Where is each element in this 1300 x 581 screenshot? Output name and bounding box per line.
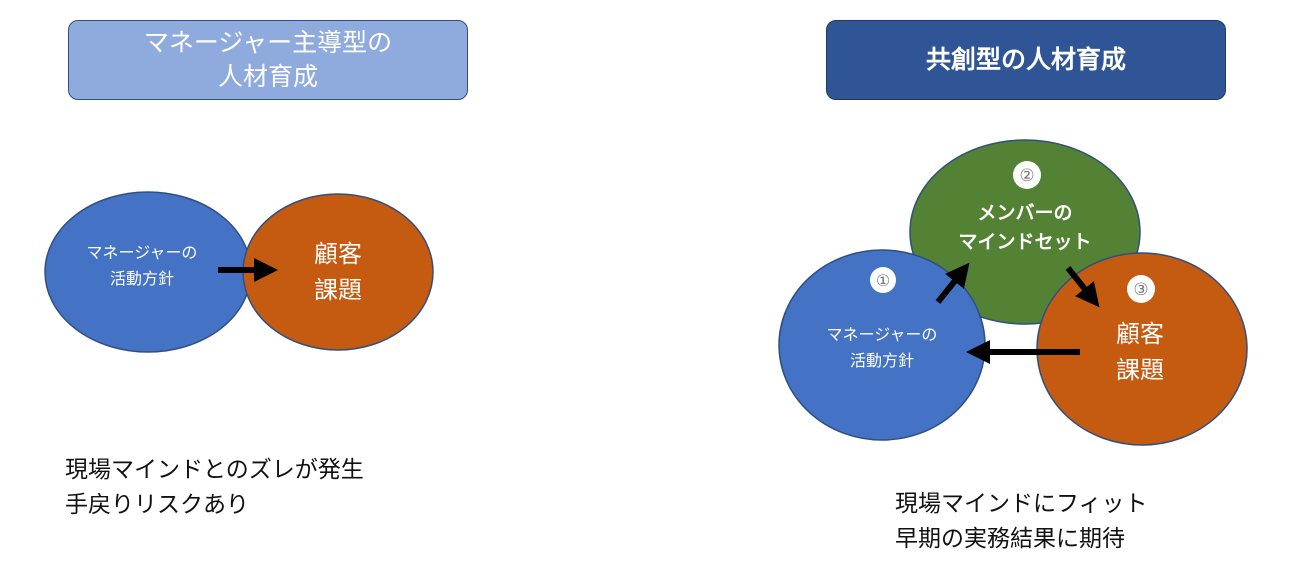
number-badge (870, 267, 896, 293)
caption-line: 現場マインドとのズレが発生 (65, 457, 364, 483)
title-line: マネージャー主導型の (143, 28, 393, 57)
left-customer-label: 課題 (314, 276, 362, 304)
number-2: ② (1019, 166, 1034, 186)
member-label: マインドセット (958, 231, 1091, 253)
right-caption: 現場マインドにフィット 早期の実務結果に期待 (895, 487, 1148, 557)
caption-line: 手戻りリスクあり (65, 492, 249, 518)
co-creation-title-box: 共創型の人材育成 (826, 20, 1226, 100)
caption-line: 現場マインドにフィット (895, 491, 1148, 517)
left-customer-label: 顧客 (314, 240, 362, 268)
title-text: 共創型の人材育成 (925, 45, 1126, 74)
arrow-up-right-icon (935, 262, 970, 304)
caption-line: 早期の実務結果に期待 (895, 526, 1125, 552)
left-caption: 現場マインドとのズレが発生 手戻りリスクあり (65, 453, 364, 523)
manager-label: 活動方針 (850, 351, 914, 370)
customer-label: 課題 (1116, 356, 1164, 384)
number-1: ① (876, 271, 890, 290)
number-badge (1127, 275, 1155, 303)
left-customer-circle (242, 193, 434, 351)
number-badge (1013, 161, 1041, 189)
customer-label: 顧客 (1116, 320, 1164, 348)
manager-led-title-box: マネージャー主導型の 人材育成 (68, 20, 468, 100)
left-manager-label: マネージャーの (87, 243, 198, 262)
title-line: 人材育成 (217, 62, 318, 91)
left-manager-label: 活動方針 (110, 269, 174, 288)
manager-label: マネージャーの (827, 325, 938, 344)
member-label: メンバーの (977, 202, 1072, 224)
number-3: ③ (1133, 280, 1148, 300)
arrow-down-right-icon (1065, 266, 1100, 308)
